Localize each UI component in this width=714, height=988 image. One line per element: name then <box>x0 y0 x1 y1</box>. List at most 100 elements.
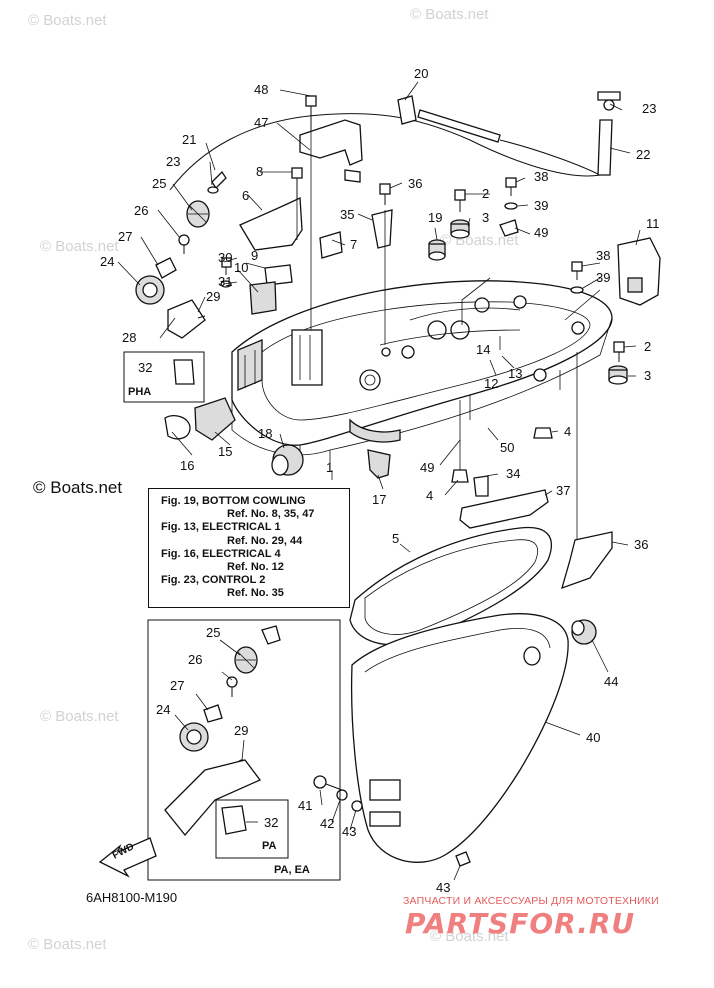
part-17 <box>367 449 391 479</box>
callout-6: 6 <box>242 188 249 203</box>
ref-note-fig: Fig. 13, ELECTRICAL 1 <box>161 521 281 534</box>
part-36 <box>561 531 613 590</box>
clamp-16 <box>164 414 191 440</box>
watermark: © Boats.net <box>40 238 119 255</box>
ref-note-fig: Fig. 16, ELECTRICAL 4 <box>161 547 281 560</box>
copyright-text: © Boats.net <box>33 478 123 497</box>
callout-26: 26 <box>188 652 202 667</box>
callout-37: 37 <box>556 483 570 498</box>
callout-15: 15 <box>218 444 232 459</box>
watermark: © Boats.net <box>28 936 107 953</box>
callout-3: 3 <box>644 368 651 383</box>
bolts <box>220 95 625 362</box>
callout-34: 35 <box>340 207 354 222</box>
watermark: © Boats.net <box>28 12 107 29</box>
callout-11: 11 <box>646 216 660 231</box>
callout-47: 48 <box>254 82 268 97</box>
pha-box <box>123 351 205 403</box>
pa-ea-label: PA, EA <box>274 864 310 876</box>
callout-44: 43 <box>436 880 450 895</box>
callout-22: 22 <box>636 147 650 162</box>
callout-18: 18 <box>258 426 272 441</box>
callout-14: 14 <box>476 342 490 357</box>
callout-7: 7 <box>350 237 357 252</box>
callout-43: 43 <box>342 824 356 839</box>
shop-logo: PARTSFOR.RU <box>405 907 636 940</box>
callout-4: 4 <box>564 424 571 439</box>
callout-28: 28 <box>122 330 136 345</box>
clip-46b <box>344 169 361 183</box>
callout-42: 42 <box>320 816 334 831</box>
clip-32-pha <box>173 359 195 385</box>
callout-16: 16 <box>180 458 194 473</box>
pa-label: PA <box>262 840 277 852</box>
grommet-15 <box>194 397 236 441</box>
callout-29: 29 <box>234 723 248 738</box>
callout-32: 32 <box>138 360 152 375</box>
callout-35: 36 <box>408 176 422 191</box>
leader-lines <box>117 81 641 881</box>
ref-note-ref: Ref. No. 29, 44 <box>227 534 303 547</box>
part-37 <box>459 489 549 529</box>
reference-notes-box: Fig. 19, BOTTOM COWLING Ref. No. 8, 35, … <box>148 488 350 608</box>
callout-27: 27 <box>118 229 132 244</box>
callout-41: 41 <box>298 798 312 813</box>
callout-13: 13 <box>508 366 522 381</box>
diagram-code: 6AH8100-M190 <box>86 890 178 905</box>
ref-note-fig: Fig. 19, BOTTOM COWLING <box>161 495 306 507</box>
callout-9: 9 <box>251 248 258 263</box>
callout-30: 30 <box>218 250 232 265</box>
callout-12: 12 <box>484 376 498 391</box>
ref-note-fig: Fig. 23, CONTROL 2 <box>161 574 266 587</box>
callout-25: 25 <box>152 176 166 191</box>
callout-29: 29 <box>206 289 220 304</box>
bracket-46 <box>299 119 363 166</box>
callout-38: 38 <box>596 248 610 263</box>
callout-2: 2 <box>482 186 489 201</box>
callout-50: 50 <box>500 440 514 455</box>
callout-32: 32 <box>264 815 278 830</box>
ref-note-ref: Ref. No. 12 <box>227 561 284 574</box>
callout-17: 17 <box>372 492 386 507</box>
callout-24: 24 <box>156 702 170 717</box>
callout-36: 36 <box>634 537 648 552</box>
callout-23: 23 <box>166 154 180 169</box>
callout-21: 21 <box>182 132 196 147</box>
callout-49: 49 <box>420 460 434 475</box>
callout-31: 31 <box>218 274 232 289</box>
callout-23: 23 <box>642 101 656 116</box>
part-33 <box>473 475 489 497</box>
callout-labels: 20 23 22 48 47 21 23 25 26 27 24 28 8 6 … <box>100 66 660 895</box>
pha-label: PHA <box>128 386 152 398</box>
callout-19: 19 <box>428 210 442 225</box>
lower-cowling-40 <box>350 613 569 863</box>
part-11 <box>617 237 661 306</box>
ref-note-ref: Ref. No. 8, 35, 47 <box>227 508 315 521</box>
bracket-parts <box>239 197 519 315</box>
shop-caption: ЗАПЧАСТИ И АКСЕССУАРЫ ДЛЯ МОТОТЕХНИКИ <box>403 895 659 907</box>
callout-46: 47 <box>254 115 268 130</box>
callout-8: 8 <box>256 164 263 179</box>
callout-5: 5 <box>392 531 399 546</box>
callout-27: 27 <box>170 678 184 693</box>
callout-39: 39 <box>534 198 548 213</box>
callout-1: 1 <box>326 460 333 475</box>
callout-45: 44 <box>604 674 618 689</box>
pa-ea-inset <box>147 619 341 881</box>
callout-10: 10 <box>234 260 248 275</box>
left-parts <box>135 186 219 339</box>
watermark: © Boats.net <box>40 708 119 725</box>
callout-25: 25 <box>206 625 220 640</box>
ref-note-ref: Ref. No. 35 <box>227 587 284 600</box>
callout-20: 20 <box>414 66 428 81</box>
grommets <box>428 219 628 483</box>
callout-33: 34 <box>506 466 520 481</box>
watermark: © Boats.net <box>410 6 489 23</box>
callout-48: 49 <box>534 225 548 240</box>
callout-2: 2 <box>644 339 651 354</box>
callout-40: 40 <box>586 730 600 745</box>
callout-4: 4 <box>426 488 433 503</box>
callout-3: 3 <box>482 210 489 225</box>
callout-24: 24 <box>100 254 114 269</box>
